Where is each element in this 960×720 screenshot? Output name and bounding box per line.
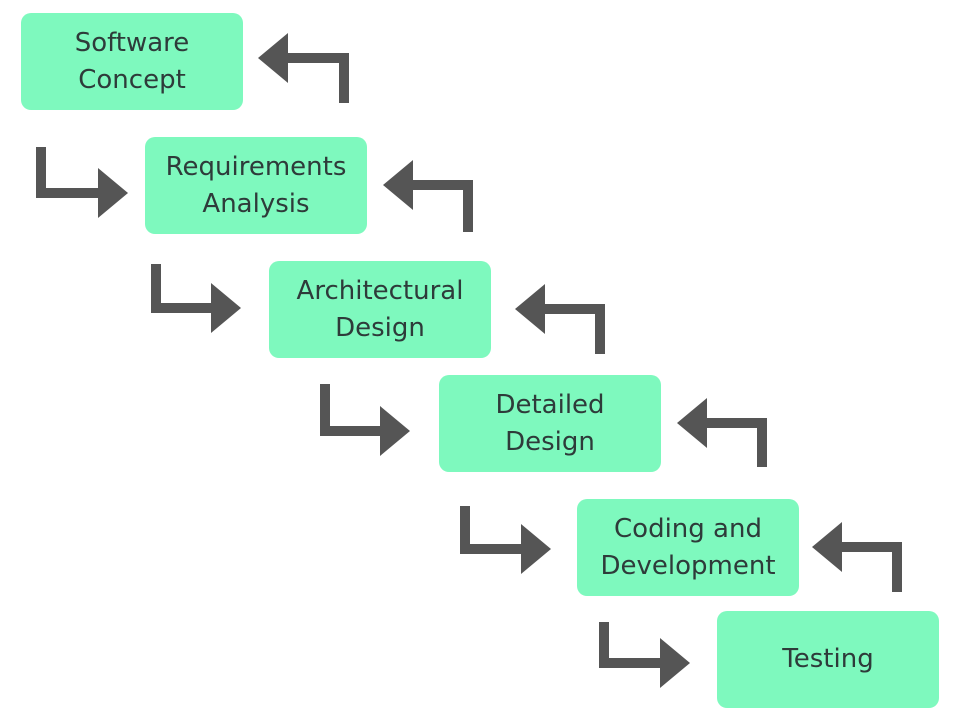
feedback-arrow-2: [383, 160, 473, 232]
feedback-arrow-4: [677, 398, 767, 467]
stage-testing: Testing: [717, 611, 939, 708]
feedback-arrow-5: [812, 522, 902, 592]
stage-architectural-design: Architectural Design: [269, 261, 491, 358]
forward-arrow-2: [151, 264, 241, 333]
stage-label: Testing: [782, 644, 874, 674]
stage-label: Detailed Design: [495, 389, 605, 457]
feedback-arrow-1: [258, 33, 349, 103]
feedback-arrow-3: [515, 284, 605, 354]
stage-requirements-analysis: Requirements Analysis: [145, 137, 367, 234]
forward-arrow-1: [36, 147, 128, 218]
forward-arrow-4: [460, 506, 551, 574]
stage-label: Coding and Development: [600, 513, 776, 581]
stage-coding-and-development: Coding and Development: [577, 499, 799, 596]
stage-software-concept: Software Concept: [21, 13, 243, 110]
forward-arrow-3: [320, 384, 410, 456]
stage-label: Requirements Analysis: [165, 151, 347, 219]
stage-label: Architectural Design: [296, 275, 464, 343]
stage-label: Software Concept: [74, 27, 190, 95]
forward-arrow-5: [599, 622, 690, 688]
stage-detailed-design: Detailed Design: [439, 375, 661, 472]
